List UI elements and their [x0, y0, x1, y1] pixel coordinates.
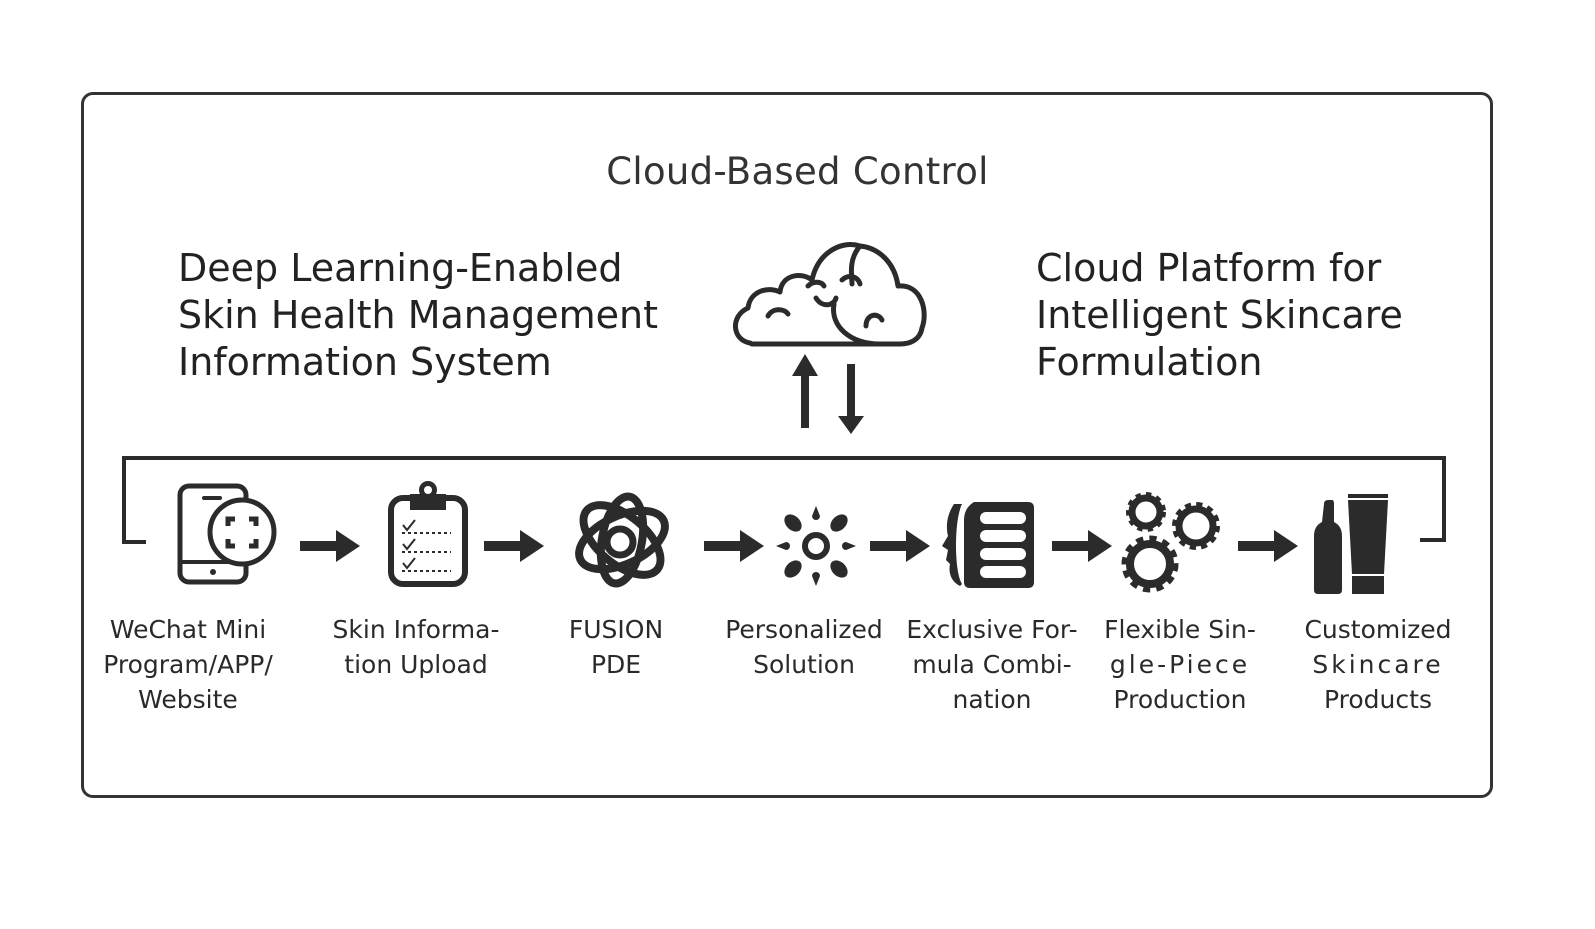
step-label-line: tion Upload: [344, 650, 488, 679]
skincare-bottles-icon: [1314, 494, 1388, 594]
step-label-line: gle-Piece: [1109, 650, 1251, 679]
step-label-line: PDE: [590, 650, 642, 679]
step-label-line: nation: [952, 685, 1032, 714]
arrow-right-icon: [300, 530, 360, 562]
diagram-frame: [81, 92, 1493, 798]
arrow-right-icon: [1052, 530, 1112, 562]
arrow-right-icon: [704, 530, 764, 562]
step-label-upload: Skin Informa- tion Upload: [316, 612, 516, 682]
arrow-right-icon: [1238, 530, 1298, 562]
step-label-line: Flexible Sin-: [1104, 615, 1256, 644]
step-label-line: mula Combi-: [912, 650, 1072, 679]
step-label-wechat: WeChat Mini Program/APP/ Website: [88, 612, 288, 717]
right-system-line: Formulation: [1036, 340, 1263, 384]
step-label-production: Flexible Sin- gle-Piece Production: [1080, 612, 1280, 717]
gears-icon: [1121, 492, 1220, 593]
right-system-line: Intelligent Skincare: [1036, 293, 1403, 337]
left-system-line: Skin Health Management: [178, 293, 659, 337]
step-label-line: Exclusive For-: [906, 615, 1078, 644]
left-system-title: Deep Learning-Enabled Skin Health Manage…: [178, 245, 658, 386]
step-label-line: FUSION: [568, 615, 664, 644]
up-down-arrows-icon: [792, 354, 864, 434]
step-label-line: Skin Informa-: [332, 615, 500, 644]
step-label-line: Skincare: [1312, 650, 1444, 679]
process-bracket: [122, 456, 1446, 544]
right-system-title: Cloud Platform for Intelligent Skincare …: [1036, 245, 1403, 386]
phone-scan-icon: [177, 483, 277, 585]
step-label-formula: Exclusive For- mula Combi- nation: [892, 612, 1092, 717]
left-system-line: Information System: [178, 340, 552, 384]
step-label-products: Customized Skincare Products: [1278, 612, 1478, 717]
left-system-line: Deep Learning-Enabled: [178, 246, 623, 290]
step-label-line: Website: [138, 685, 238, 714]
step-label-line: Products: [1324, 685, 1432, 714]
step-label-line: Program/APP/: [103, 650, 273, 679]
face-formula-icon: [942, 502, 1034, 588]
step-label-line: Production: [1113, 685, 1247, 714]
step-label-fusion: FUSION PDE: [516, 612, 716, 682]
sun-drops-icon: [776, 506, 856, 586]
right-system-line: Cloud Platform for: [1036, 246, 1382, 290]
arrow-right-icon: [870, 530, 930, 562]
clipboard-checklist-icon: [388, 481, 468, 587]
diagram-title: Cloud-Based Control: [606, 150, 989, 193]
arrow-right-icon: [484, 530, 544, 562]
step-label-solution: Personalized Solution: [704, 612, 904, 682]
step-label-line: Personalized: [725, 615, 883, 644]
step-label-line: WeChat Mini: [109, 615, 267, 644]
brain-cloud-icon: [733, 242, 927, 434]
step-label-line: Customized: [1304, 615, 1452, 644]
step-label-line: Solution: [753, 650, 855, 679]
atom-fusion-icon: [575, 492, 669, 588]
